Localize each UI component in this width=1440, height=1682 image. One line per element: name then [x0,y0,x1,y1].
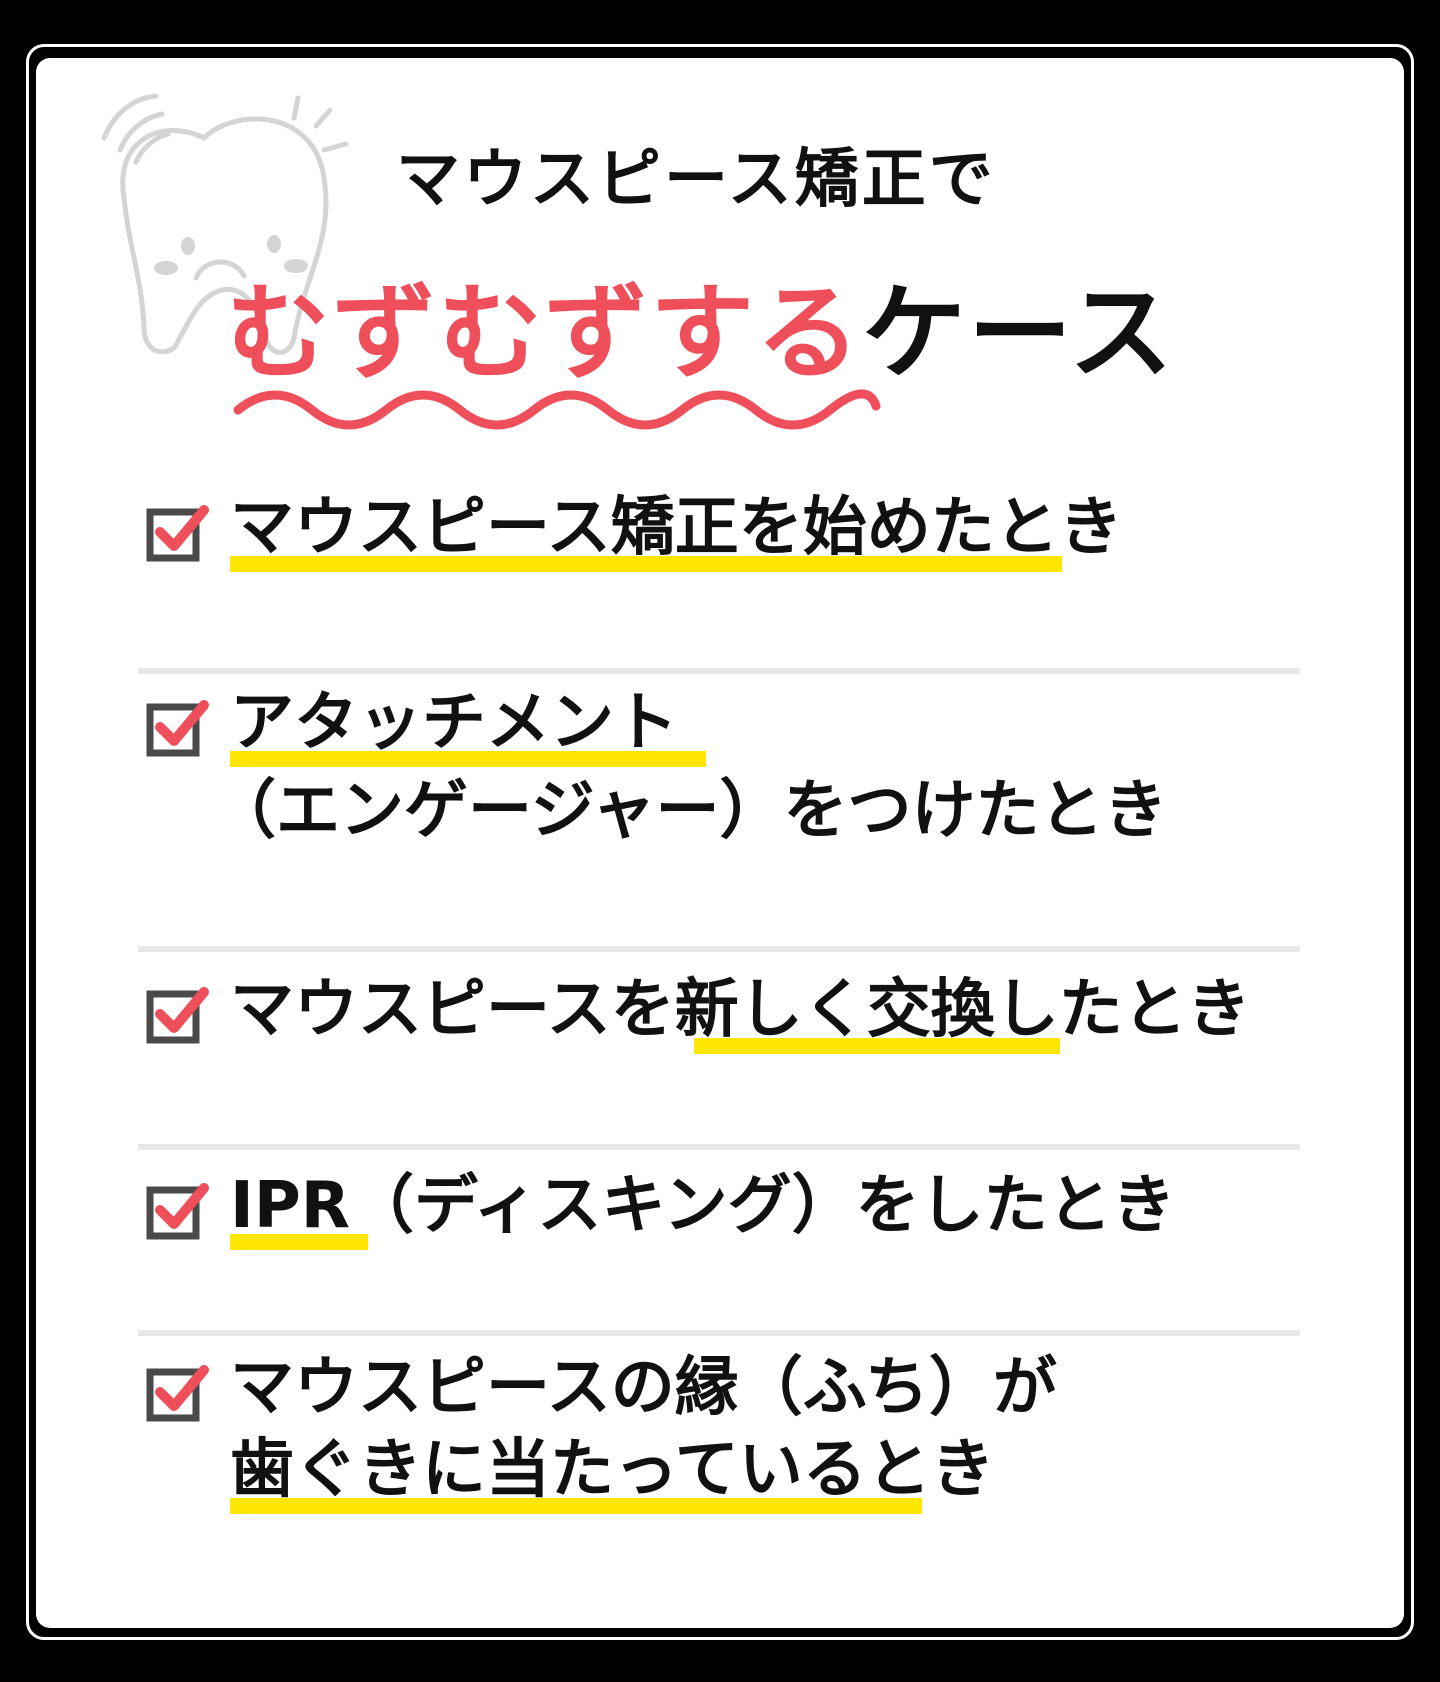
highlight-marker [230,1498,922,1514]
outer-frame [26,44,1414,1640]
checkbox-checked-icon [146,987,209,1044]
item-text: （エンゲージャー）をつけたとき [212,774,1168,848]
checkbox-checked-icon [146,700,209,757]
highlight-marker [230,1234,368,1250]
divider [138,1330,1300,1336]
checkbox-checked-icon [146,1183,209,1240]
item-text: IPR（ディスキング）をしたとき [230,1169,1176,1243]
highlight-marker [230,751,706,767]
wavy-underline [233,389,881,430]
item-text: マウスピース矯正を始めたとき [230,491,1123,565]
tooth-worried-icon [101,93,349,355]
item-text: 歯ぐきに当たっているとき [230,1433,995,1507]
heading-line2: むずむずするケース [226,248,1175,399]
highlight-marker [694,1038,1060,1054]
heading-line1: マウスピース矯正で [396,143,996,217]
item-text: アタッチメント [230,686,678,760]
divider [138,1144,1300,1150]
info-card: マウスピース矯正で むずむずするケース マウスピース矯正を始めたとき アタッチメ… [36,58,1404,1628]
checkbox-checked-icon [146,1365,209,1422]
item-text: マウスピースを新しく交換したとき [230,973,1251,1047]
heading-accent-text: むずむずする [226,272,863,394]
heading-rest-text: ケース [862,272,1175,394]
divider [138,946,1300,952]
highlight-marker [230,556,1062,572]
checkbox-checked-icon [146,505,209,562]
divider [138,668,1300,674]
item-text: マウスピースの縁（ふち）が [230,1351,1057,1425]
